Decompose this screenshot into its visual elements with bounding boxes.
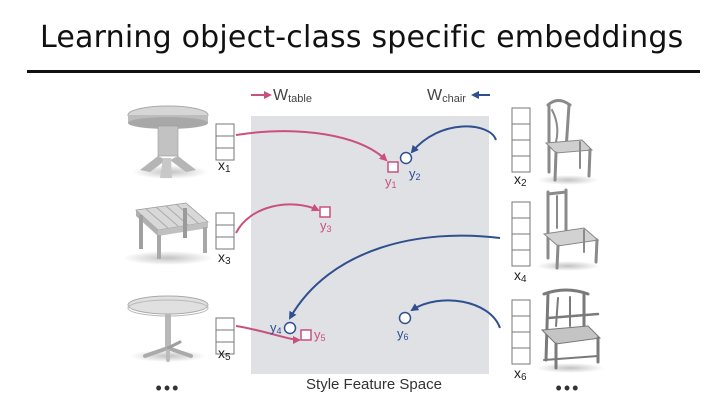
chair-image-3 (536, 288, 604, 373)
ellipsis-left: ••• (156, 378, 181, 398)
input-label-x5: x5 (218, 345, 231, 363)
weight-chair-label: Wchair (427, 87, 490, 105)
embedding-y5-marker (300, 329, 312, 341)
embedding-y3-marker (319, 206, 331, 218)
embedding-y6-marker (398, 311, 412, 325)
feature-vector-x4 (511, 201, 531, 267)
table-image-1 (127, 105, 209, 179)
embedding-label-y3: y3 (320, 218, 332, 234)
input-label-x6: x6 (514, 365, 527, 383)
arrow-x2-to-y2 (410, 125, 497, 154)
embedding-label-y5: y5 (314, 327, 326, 343)
feature-vector-x1 (215, 123, 235, 161)
feature-vector-x5 (215, 317, 235, 355)
arrow-x6-to-y6 (410, 299, 501, 329)
space-label: Style Feature Space (306, 376, 442, 393)
arrow-x1-to-y1 (235, 130, 388, 162)
title-divider (27, 70, 700, 73)
input-label-x1: x1 (218, 157, 231, 175)
embedding-y4-marker (283, 321, 297, 335)
table-image-2 (123, 202, 213, 265)
slide-title: Learning object-class specific embedding… (40, 20, 684, 55)
arrow-x5-to-y5 (235, 325, 301, 344)
embedding-label-y4: y4 (270, 320, 282, 336)
arrow-x3-to-y3 (235, 203, 320, 234)
feature-vector-x2 (511, 107, 531, 173)
feature-vector-x6 (511, 299, 531, 365)
embedding-label-y1: y1 (385, 174, 397, 190)
svg-text:Wchair: Wchair (427, 87, 466, 105)
embedding-y1-marker (387, 161, 399, 173)
table-image-3 (127, 295, 209, 362)
input-label-x4: x4 (514, 267, 527, 285)
chair-image-2 (536, 188, 600, 271)
arrow-x4-to-y4 (289, 234, 501, 320)
embedding-label-y6: y6 (397, 326, 409, 342)
feature-vector-x3 (215, 212, 235, 250)
ellipsis-right: ••• (556, 378, 581, 398)
style-feature-space (251, 116, 489, 374)
input-label-x2: x2 (514, 171, 527, 189)
embedding-label-y2: y2 (409, 166, 421, 182)
weight-table-label: Wtable (251, 87, 312, 105)
chair-image-1 (538, 99, 598, 185)
svg-text:Wtable: Wtable (273, 87, 312, 105)
input-label-x3: x3 (218, 249, 231, 267)
embedding-y2-marker (399, 151, 413, 165)
